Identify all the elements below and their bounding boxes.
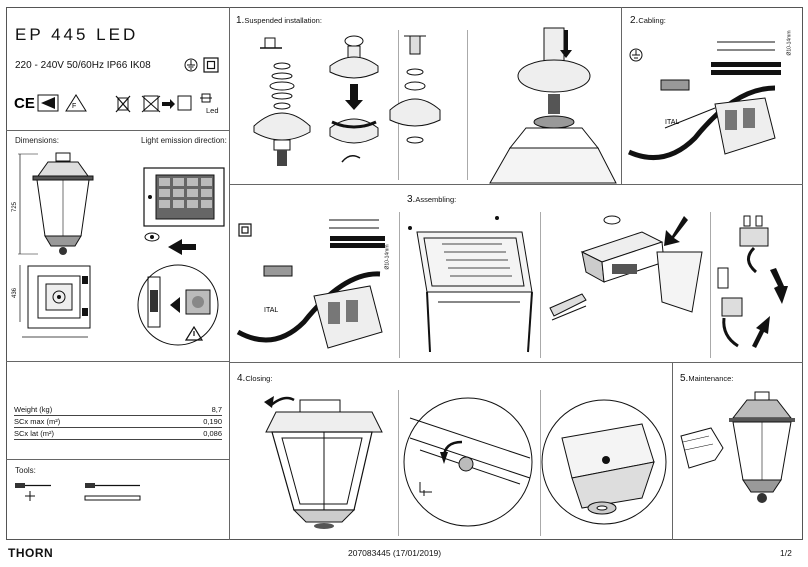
dimensions-label: Dimensions: [15,136,60,145]
property-value: 0,086 [203,429,222,438]
divider-step-1-2 [621,7,622,184]
divider-step1-b [467,30,468,180]
property-row: SCx max (m²) 0,190 [14,416,222,428]
step-4c-illustration [541,399,667,525]
step-3a-illustration: ITAL [236,219,385,349]
step-label: Assembling: [415,195,457,204]
step-4b-illustration [403,397,533,527]
warning-icon [184,325,204,341]
step-3b-illustration [408,216,533,353]
step-3c-illustration [549,215,703,321]
product-title: EP 445 LED [15,25,139,44]
exploded-parts [253,62,311,166]
step-number: 2. [630,15,639,26]
divider-left-dims [6,361,229,362]
property-name: Weight (kg) [14,405,53,414]
no-bin-icon [115,95,131,113]
step-1-heading: 1.Suspended installation: [236,15,322,26]
pole-top-view [489,27,617,184]
svg-text:ITAL: ITAL [665,119,679,126]
divider-left-header [6,130,229,131]
divider-row-1 [229,184,803,185]
svg-text:CE: CE [14,95,35,112]
property-value: 8,7 [211,405,222,414]
dimension-width: 436 [12,287,19,299]
divider-step-4-5 [672,362,673,540]
earth-icon [629,48,643,62]
step-label: Suspended installation: [244,16,322,25]
divider-step4-b [540,390,541,536]
torx-key-icon [84,483,141,501]
page-number: 1/2 [780,548,792,558]
bin-to-box-icon [141,95,192,113]
step-2-illustration: ITAL [627,41,781,161]
step-number: 4. [237,373,246,384]
step-number: 1. [236,15,245,26]
assembly-mount [329,35,379,163]
certification-icons: CE F [14,93,212,113]
property-name: SCx max (m²) [14,417,61,426]
led-module-grid [155,174,215,220]
eye-icon [144,232,160,242]
earth-icon [184,58,198,72]
ce-mark-icon: CE [14,95,35,112]
step-1-illustrations [253,27,617,184]
svg-text:ITAL: ITAL [264,307,278,314]
property-row: SCx lat (m²) 0,086 [14,428,222,440]
step-4-heading: 4.Closing: [237,373,272,384]
svg-text:F: F [72,103,76,110]
divider-step4-a [398,390,399,536]
property-value: 0,190 [203,417,222,426]
step-3-heading: 3.Assembling: [407,194,456,205]
step-number: 5. [680,373,689,384]
double-insulation-icon [238,223,252,237]
tools-label: Tools: [15,466,36,475]
double-insulation-icon [203,57,219,73]
brand-logo: THORN [8,546,54,560]
step-label: Closing: [245,374,273,383]
step-5-heading: 5.Maintenance: [680,373,733,384]
step-2-heading: 2.Cabling: [630,15,666,26]
divider-left-column [229,7,230,540]
divider-left-props [6,459,229,460]
step-label: Maintenance: [688,374,734,383]
document-reference: 207083445 (17/01/2019) [348,548,442,558]
property-row: Weight (kg) 8,7 [14,404,222,416]
divider-row-2 [229,362,803,363]
step-label: Cabling: [638,16,666,25]
emission-label: Light emission direction: [141,136,227,145]
bracket-icon [260,37,282,49]
property-name: SCx lat (m²) [14,429,54,438]
divider-step3-c [710,212,711,358]
step-number: 3. [407,194,416,205]
screwdriver-icon [15,483,51,501]
dimension-height: 725 [12,201,19,213]
emission-drawing [137,167,225,346]
dimension-drawing [18,152,94,338]
lantern-side-view [32,152,94,255]
properties-table: Weight (kg) 8,7 SCx max (m²) 0,190 SCx l… [14,404,222,440]
step-5-illustration [680,391,795,503]
led-icon [200,93,212,103]
f-mark-icon: F [65,94,87,112]
cable-spec-3: Ø10-14mm [384,244,391,270]
class-icons [184,57,219,73]
electrical-spec: 220 - 240V 50/60Hz IP66 IK08 [15,60,151,71]
tools-drawing [15,483,141,501]
led-label: Led [206,106,219,115]
arrow-left-icon [168,239,196,255]
lantern-top-view [27,265,91,329]
divider-step3-b [540,212,541,358]
step-3d-illustration [717,215,788,348]
divider-step3-a [399,212,400,358]
step-4a-illustration [264,396,383,529]
detail-view [389,35,441,144]
enec-mark-icon [37,94,59,112]
page-frame [6,7,803,540]
